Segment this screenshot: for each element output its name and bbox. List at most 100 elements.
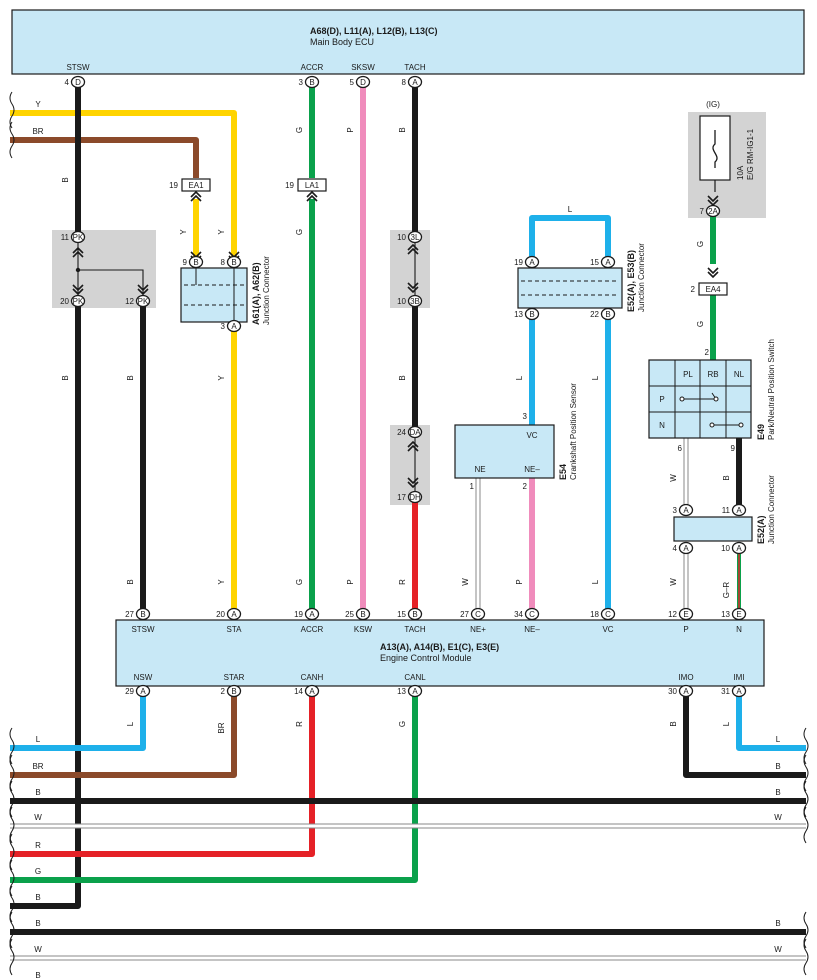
wire-label-ecm_b: B [126, 579, 135, 584]
wire-label-ecm_l: L [591, 579, 600, 584]
chev-3l-a [407, 247, 419, 255]
ecm-bot-pin-4-id: A [683, 687, 689, 696]
ecm-top-pin-9: E13 [721, 607, 747, 621]
fuse-name: E/G RM-IG1-1 [746, 128, 755, 180]
wire-label-imi_l: L [722, 721, 731, 726]
conn-a61-3: A3 [221, 319, 242, 333]
ecu-pin-0: D4 [65, 75, 86, 89]
chev-ea1-a [190, 194, 202, 202]
e52a-type: Junction Connector [767, 475, 776, 544]
e52e53-id: E52(A), E53(B) [626, 250, 636, 312]
ecm-bot-pin-4: A 30 [668, 684, 694, 698]
ecm-bot-pin-5-num: 31 [721, 687, 730, 696]
e52a-id: E52(A) [756, 515, 766, 544]
conn-e52a-4: A4 [673, 541, 694, 555]
conn-e52-22-num: 22 [590, 310, 599, 319]
wire-label-bot_l_right: L [776, 735, 781, 744]
conn-a61-9-id: B [193, 258, 198, 267]
ecu-pin-3: A8 [402, 75, 423, 89]
e49-p: P [659, 395, 664, 404]
ecm-top-pin-9-id: E [736, 610, 741, 619]
wire-label-tach_b: B [398, 127, 407, 132]
ecm-top-pin-6-id: C [529, 610, 535, 619]
conn-3l-num: 10 [397, 233, 406, 242]
wire-label-ea1_y: Y [179, 229, 188, 235]
main-body-ecu-box [11, 9, 805, 75]
wire-label-ecm_y: Y [217, 579, 226, 585]
conn-e52-22: B22 [590, 307, 616, 321]
chev-pk11 [72, 246, 84, 258]
ecm-top-pin-6: C34 [514, 607, 540, 621]
conn-3l-ring [407, 230, 423, 244]
wire-label-a61_y_mid: Y [217, 375, 226, 381]
conn-e52a-10-ring [731, 541, 747, 555]
ecm-top-pin-8-ring [678, 607, 694, 621]
conn-a61-3-num: 3 [221, 322, 226, 331]
ecm-top-pin-8-id: E [683, 610, 688, 619]
ecm-top-pin-5-id: C [475, 610, 481, 619]
main-body-ecu-title: A68(D), L11(A), L12(B), L13(C) [310, 26, 438, 36]
cut-br-5 [803, 938, 809, 976]
ecm-bot-pin-5: A31 [721, 684, 747, 698]
conn-pk11-id: PK [73, 233, 84, 242]
wire-label-e49_b: B [722, 475, 731, 480]
ecm-top-pin-7-num: 18 [590, 610, 599, 619]
conn-3b-id: 3B [410, 297, 420, 306]
ecm-top-label-5: NE+ [470, 625, 486, 634]
ecm-top-pin-2: A19 [294, 607, 320, 621]
conn-e52a-11-id: A [736, 506, 742, 515]
ecm-bot-pin-1-num: 2 [221, 687, 226, 696]
conn-e52a-4-num: 4 [673, 544, 678, 553]
ecu-pin-label-2: SKSW [351, 63, 375, 72]
wire-label-br_left: BR [32, 127, 43, 136]
wire-label-ecm_pp: P [515, 579, 524, 584]
ecm-top-pin-3-ring [355, 607, 371, 621]
wire-label-bot_w2_right: W [774, 945, 782, 954]
conn-a61-9-ring [188, 255, 204, 269]
conn-dh-id: DH [409, 493, 421, 502]
ecm-bot-label-1: STAR [224, 673, 245, 682]
ecu-pin-2-num: 5 [350, 78, 355, 87]
ecm-bot-pin-4-ring [678, 684, 694, 698]
chev-pk12 [137, 284, 149, 296]
wire-label-ecm_g: G [295, 579, 304, 585]
conn-e52a-10-num: 10 [721, 544, 730, 553]
wire-star-br [10, 696, 237, 778]
ecm-top-pin-5-num: 27 [460, 610, 469, 619]
conn-a61-3-ring [226, 319, 242, 333]
conn-e52a-3-ring [678, 503, 694, 517]
wire-label-bot_b_left: B [35, 788, 40, 797]
ecm-top-pin-3-num: 25 [345, 610, 354, 619]
wire-label-bot_l_left: L [36, 735, 41, 744]
wire-label-e52a_w: W [669, 578, 678, 586]
e49-pin-2-num: 2 [705, 348, 710, 357]
conn-e52-22-ring [600, 307, 616, 321]
conn-ea4-id: EA4 [705, 285, 721, 294]
ecu-pin-1-num: 3 [299, 78, 304, 87]
conn-ea1-box [181, 178, 211, 192]
ecm-bot-pin-4-num: 30 [668, 687, 677, 696]
ecm-bot-pin-3-id: A [412, 687, 418, 696]
wire-l-loop [529, 215, 611, 262]
component-boxes [75, 115, 753, 542]
ecm-bot-label-5: IMI [733, 673, 744, 682]
ecu-pin-3-num: 8 [402, 78, 407, 87]
ecm-top-pin-0-ring [135, 607, 151, 621]
wire-label-la1_g: G [295, 229, 304, 235]
ecm-top-pin-4-ring [407, 607, 423, 621]
wire-imi-l [736, 696, 806, 751]
ecm-bot-pin-0-id: A [140, 687, 146, 696]
conn-fuse-out-id: 2A [708, 207, 718, 216]
conn-la1-num: 19 [285, 181, 294, 190]
e49-dot-n1 [709, 422, 715, 428]
wire-imo-b [683, 696, 806, 778]
wire-label-bot_w_right: W [774, 813, 782, 822]
e49-dot-p2 [713, 396, 719, 402]
ecm-top-label-6: NE– [524, 625, 540, 634]
wire-label-bot_br_left: BR [32, 762, 43, 771]
ecm-top-label-4: TACH [404, 625, 425, 634]
